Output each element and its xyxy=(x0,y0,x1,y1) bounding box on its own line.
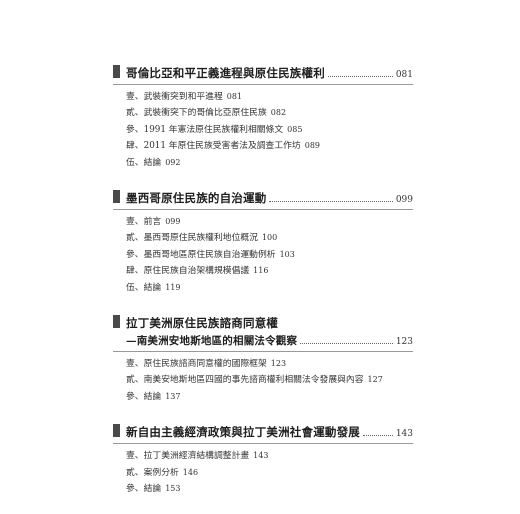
item-label: 壹、前言 xyxy=(126,217,162,228)
heading-rule xyxy=(113,443,413,445)
item-label: 伍、結論 xyxy=(126,157,162,168)
item-page-number: 085 xyxy=(287,124,303,134)
item-page-number: 089 xyxy=(304,141,321,151)
item-page-number: 099 xyxy=(165,217,181,227)
item-label: 貳、案例分析 xyxy=(126,467,179,478)
chapter-title: 哥倫比亞和平正義進程與原住民族權利 xyxy=(126,66,325,80)
chapter-marker-bar xyxy=(113,190,120,204)
chapter-page-number: 123 xyxy=(395,337,413,348)
item-page-number: 123 xyxy=(270,359,287,369)
heading-rule xyxy=(113,84,413,85)
item-label: 貳、南美安地斯地區四國的事先諮商權利相關法令發展與內容 xyxy=(126,375,364,386)
chapter-heading: 墨西哥原住民族的自治運動 099 xyxy=(113,187,413,206)
item-label: 肆、2011 年原住民族受害者法及調查工作坊 xyxy=(126,141,301,152)
item-label: 肆、原住民族自治架構規模倡議 xyxy=(126,266,250,277)
chapter-marker-bar xyxy=(113,315,120,329)
item-page-number: 119 xyxy=(165,282,181,292)
chapter-title: 新自由主義經濟政策與拉丁美洲社會運動發展 xyxy=(126,425,360,440)
item-label: 貳、武裝衝突下的哥倫比亞原住民族 xyxy=(126,108,267,119)
item-label: 參、1991 年憲法原住民族權利相關條文 xyxy=(126,124,284,135)
dot-leader xyxy=(300,342,393,345)
item-label: 參、結論 xyxy=(126,391,162,402)
item-page-number: 143 xyxy=(253,451,269,461)
chapter-section: 拉丁美洲原住民族諮商同意權 —南美洲安地斯地區的相關法令觀察 123 壹、原住民… xyxy=(113,312,413,405)
chapter-marker-bar xyxy=(113,65,120,78)
item-page-number: 103 xyxy=(279,249,295,259)
chapter-subtitle: —南美洲安地斯地區的相關法令觀察 xyxy=(126,335,298,348)
item-page-number: 127 xyxy=(367,375,383,385)
chapter-marker-bar xyxy=(113,424,120,438)
heading-rule xyxy=(113,209,413,211)
chapter-page-number: 099 xyxy=(395,195,413,206)
dot-leader xyxy=(363,434,393,437)
item-label: 壹、原住民族諮商同意權的國際框架 xyxy=(126,359,267,370)
item-page-number: 146 xyxy=(182,467,199,477)
chapter-heading: 新自由主義經濟政策與拉丁美洲社會運動發展 143 xyxy=(113,421,413,440)
chapter-title: 拉丁美洲原住民族諮商同意權 xyxy=(126,316,279,331)
heading-rule xyxy=(113,351,413,353)
chapter-page-number: 143 xyxy=(395,429,413,440)
item-page-number: 082 xyxy=(270,108,287,118)
item-label: 壹、武裝衝突到和平進程 xyxy=(126,92,223,102)
chapter-heading: 拉丁美洲原住民族諮商同意權 xyxy=(113,312,413,331)
chapter-heading: 哥倫比亞和平正義進程與原住民族權利 081 xyxy=(113,62,413,81)
chapter-page-number: 081 xyxy=(395,70,413,80)
dot-leader xyxy=(269,200,393,203)
item-page-number: 092 xyxy=(165,157,181,167)
item-page-number: 137 xyxy=(165,391,181,401)
item-page-number: 153 xyxy=(165,484,181,494)
item-page-number: 116 xyxy=(253,266,269,276)
item-page-number: 081 xyxy=(226,92,243,101)
item-page-number: 100 xyxy=(261,233,278,243)
item-label: 貳、墨西哥原住民族權利地位概況 xyxy=(126,233,258,244)
item-label: 參、墨西哥地區原住民族自治運動例析 xyxy=(126,249,276,260)
item-label: 伍、結論 xyxy=(126,282,162,293)
item-label: 壹、拉丁美洲經濟結構調整計畫 xyxy=(126,451,250,462)
chapter-title: 墨西哥原住民族的自治運動 xyxy=(126,191,267,206)
dot-leader xyxy=(327,75,393,77)
item-label: 參、結論 xyxy=(126,484,162,495)
chapter-subtitle-row: —南美洲安地斯地區的相關法令觀察 123 xyxy=(126,331,413,348)
